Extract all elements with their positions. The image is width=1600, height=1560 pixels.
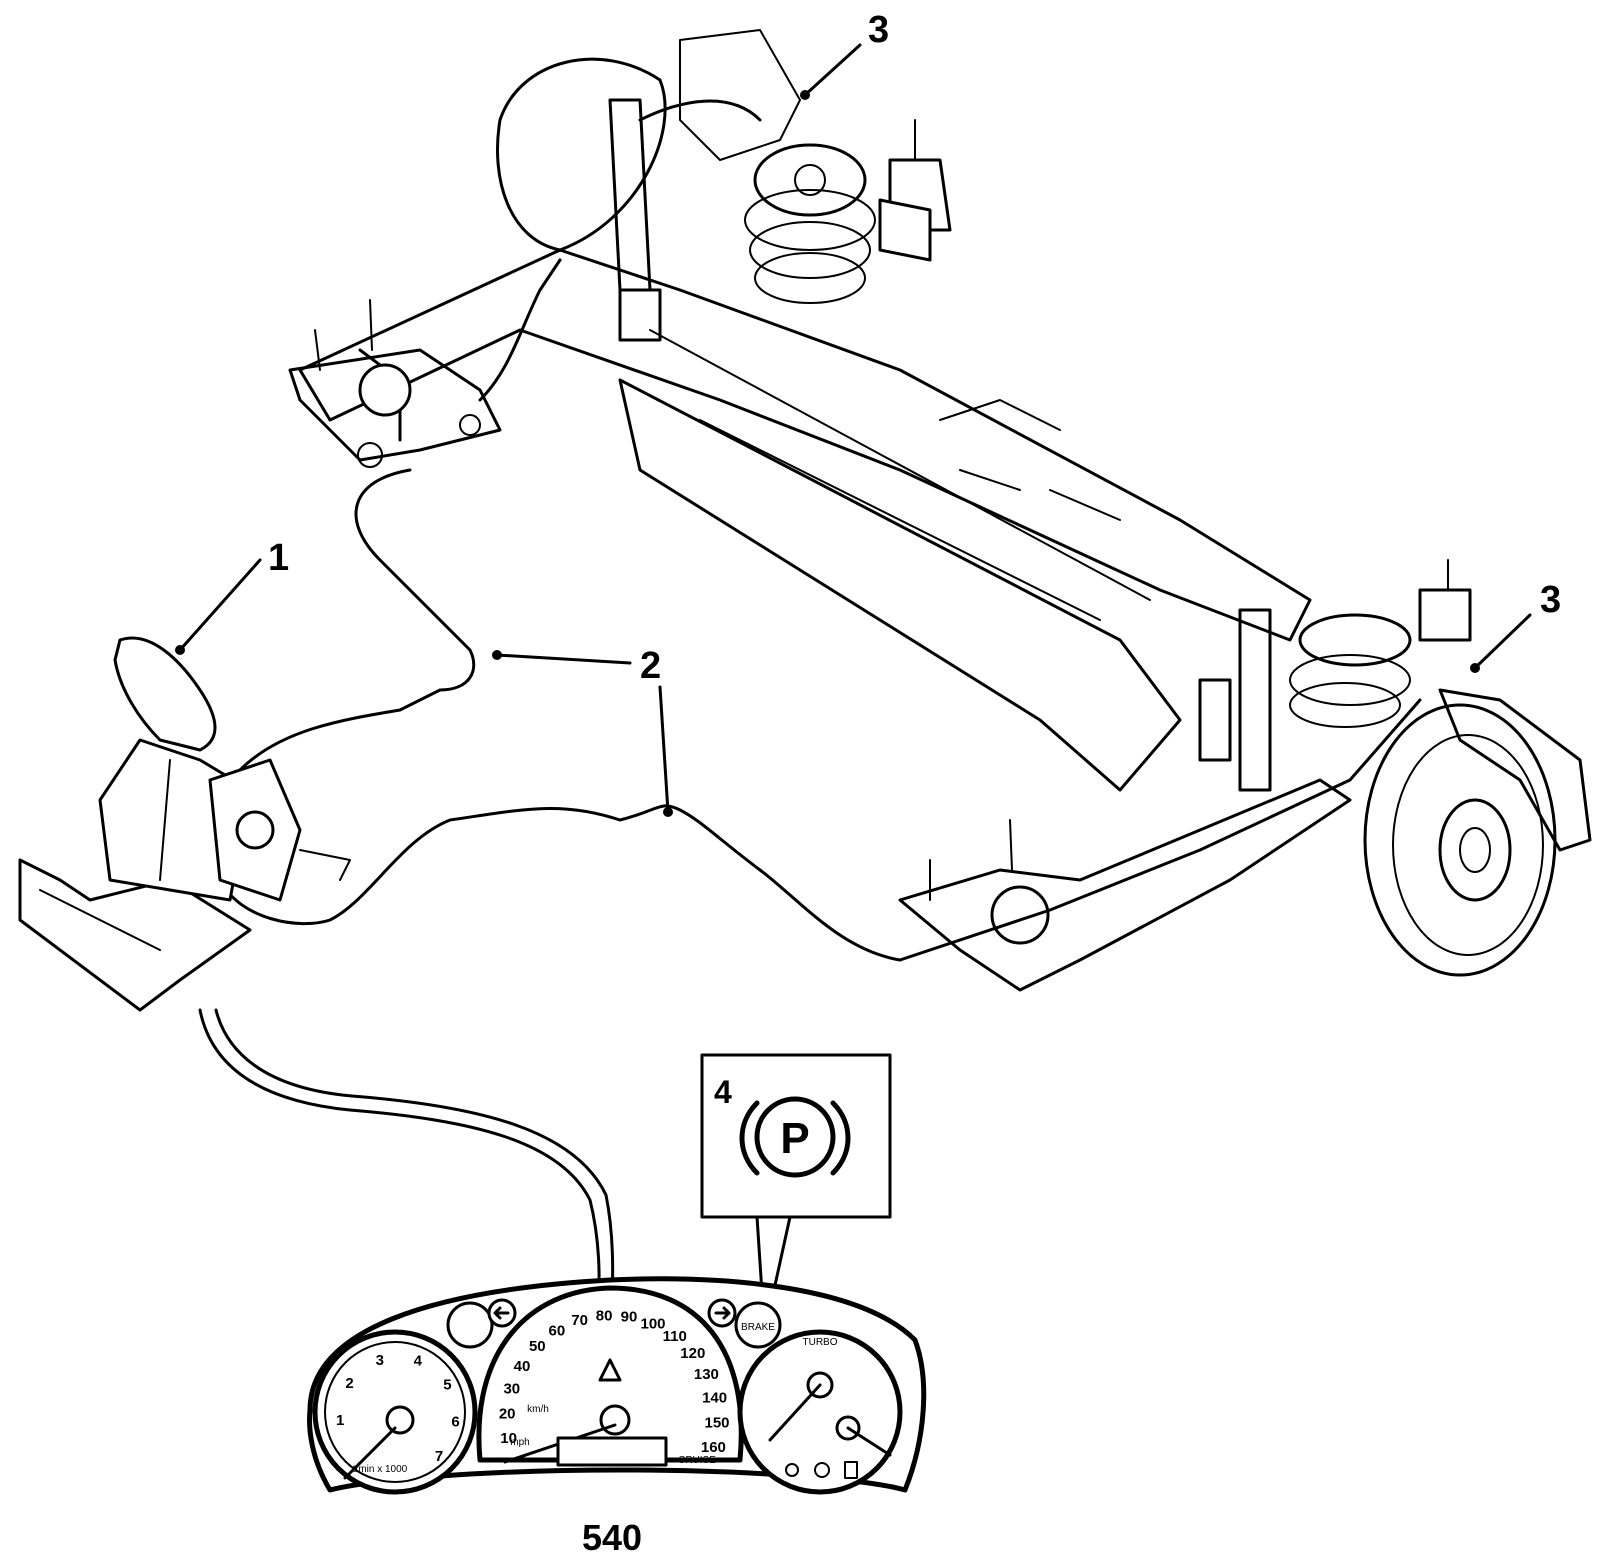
callout-1: 1 — [268, 537, 289, 579]
speed-tick-60: 60 — [549, 1323, 566, 1340]
speed-tick-150: 150 — [704, 1414, 729, 1431]
speed-unit-mph: mph — [510, 1437, 529, 1448]
cruise-label: CRUISE — [678, 1455, 716, 1466]
parking-brake-bracket-right — [830, 1100, 851, 1176]
tach-tick-3: 3 — [376, 1352, 384, 1369]
airbag-icon — [814, 1462, 830, 1478]
callout-540: 540 — [582, 1517, 642, 1558]
callout-3-left: 3 — [868, 9, 889, 51]
parking-brake-lever — [18, 636, 351, 1012]
tach-tick-6: 6 — [451, 1414, 459, 1431]
tach-labels: 1 2 3 4 5 67 — [336, 1352, 460, 1465]
speed-tick-140: 140 — [702, 1390, 727, 1407]
odometer-display — [556, 1436, 668, 1467]
callout-2: 2 — [640, 645, 661, 687]
speed-tick-50: 50 — [529, 1338, 546, 1355]
switch-wiring — [198, 1008, 615, 1302]
tach-tick-7: 7 — [435, 1448, 443, 1465]
speed-tick-80: 80 — [596, 1307, 613, 1324]
oil-icon — [785, 1463, 799, 1477]
aux-gauge: TURBO — [737, 1329, 903, 1495]
speed-tick-120: 120 — [680, 1345, 705, 1362]
tachometer: 1 2 3 4 5 67 t/min x 1000 — [312, 1329, 478, 1495]
leader-lines — [175, 43, 1532, 817]
fuel-icon — [844, 1461, 858, 1479]
rear-subframe — [288, 29, 1592, 992]
tach-tick-1: 1 — [336, 1412, 344, 1429]
turbo-label: TURBO — [803, 1337, 838, 1348]
tach-tick-4: 4 — [414, 1353, 423, 1370]
callout-3-right: 3 — [1540, 579, 1561, 621]
tach-tick-5: 5 — [443, 1377, 451, 1394]
callout-4: 4 — [714, 1074, 732, 1110]
speed-tick-100: 100 — [640, 1315, 665, 1332]
brake-lamp-label: BRAKE — [741, 1322, 775, 1333]
speed-tick-10: 10 — [500, 1430, 517, 1447]
speed-tick-20: 20 — [499, 1405, 516, 1422]
speed-tick-40: 40 — [514, 1358, 531, 1375]
brake-cable — [208, 99, 1422, 962]
speed-tick-130: 130 — [694, 1366, 719, 1383]
speed-tick-110: 110 — [663, 1328, 687, 1345]
tach-tick-2: 2 — [345, 1375, 353, 1392]
brake-indicator-icon — [734, 1301, 782, 1349]
speed-tick-160: 160 — [701, 1439, 726, 1456]
parking-brake-letter: P — [780, 1114, 809, 1163]
speed-tick-90: 90 — [621, 1308, 638, 1325]
warning-triangle-icon — [598, 1358, 622, 1382]
warning-symbol-box: P 4 — [700, 1053, 892, 1310]
speed-tick-30: 30 — [503, 1381, 520, 1398]
parking-brake-bracket-left — [739, 1100, 760, 1176]
headlight-indicator-icon — [446, 1301, 494, 1349]
parking-brake-circle — [754, 1096, 836, 1178]
tach-unit: t/min x 1000 — [353, 1464, 408, 1475]
speed-unit-kmh: km/h — [527, 1404, 549, 1415]
speed-tick-70: 70 — [571, 1312, 588, 1329]
